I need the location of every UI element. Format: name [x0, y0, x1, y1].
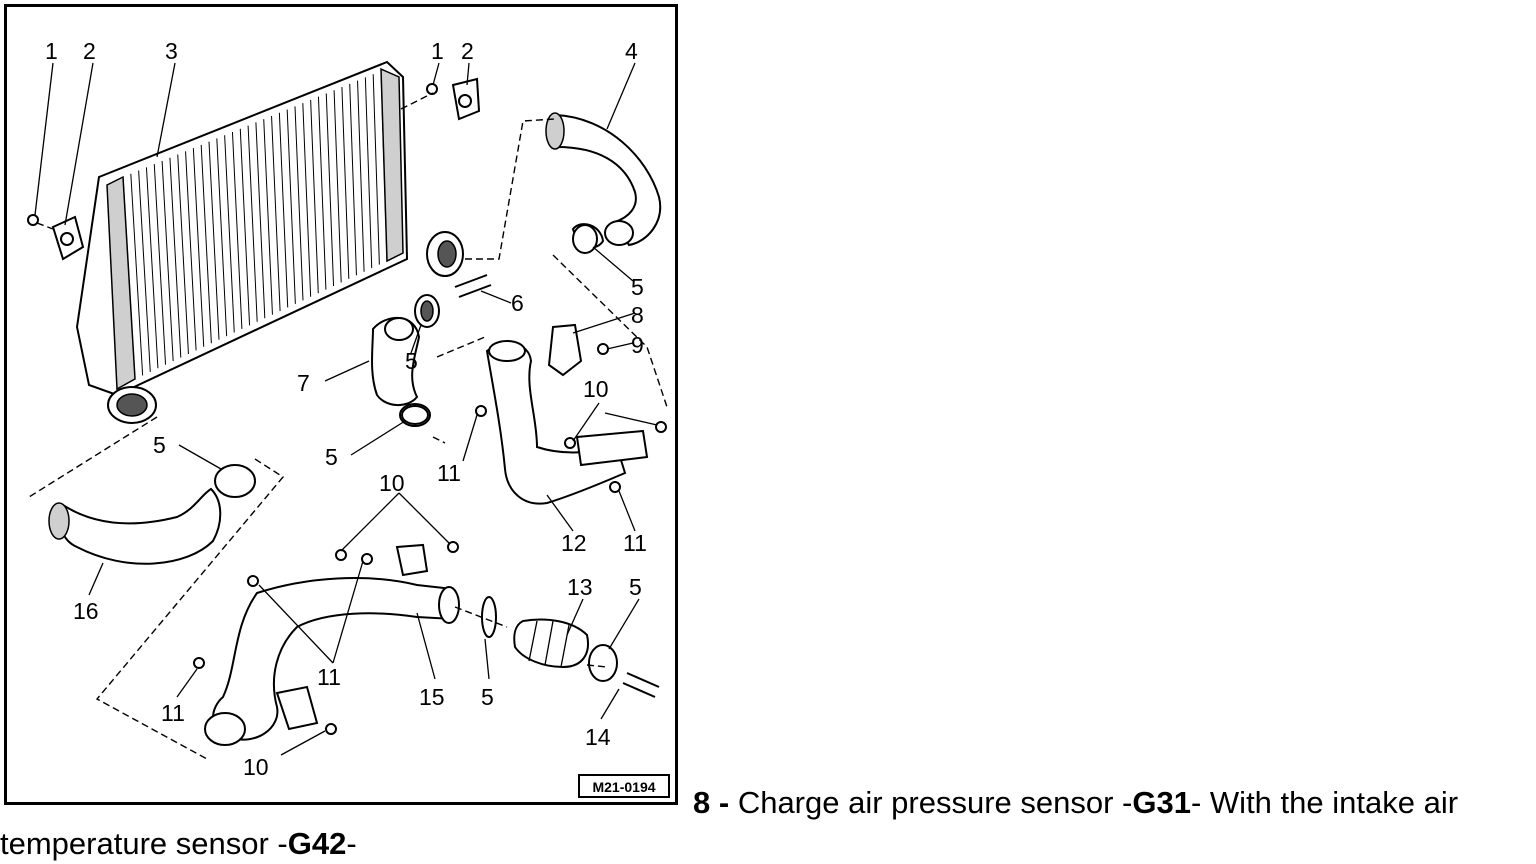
- callout-11c: 11: [317, 664, 341, 690]
- item-code-g42: G42: [287, 826, 347, 861]
- callout-2: 2: [83, 38, 96, 64]
- intercooler-fin: [161, 160, 174, 362]
- intercooler-fin: [208, 141, 220, 340]
- leader-lines: [34, 62, 658, 756]
- intercooler-fin: [231, 132, 243, 329]
- callout-10b: 10: [379, 470, 405, 496]
- exploded-parts-diagram: 1 2 3 1 2 4 5 6 8 9 7 5 10 5 11 5 10 11 …: [4, 4, 678, 805]
- intercooler-fin: [130, 173, 144, 376]
- callout-12: 12: [561, 530, 587, 556]
- callout-13: 13: [567, 574, 593, 600]
- intercooler: [27, 60, 481, 424]
- intercooler-fin: [247, 125, 258, 322]
- intercooler-fin: [177, 154, 189, 354]
- intercooler-fin: [216, 138, 228, 337]
- intercooler-fin: [286, 109, 296, 304]
- item-code-g31: G31: [1132, 785, 1191, 820]
- callout-15: 15: [419, 684, 445, 710]
- item-text-3: -: [346, 826, 357, 861]
- callout-5f: 5: [481, 684, 494, 710]
- intercooler-fin: [239, 128, 251, 326]
- callout-4: 4: [625, 38, 638, 64]
- intercooler-fin: [372, 74, 380, 265]
- intercooler-fin: [200, 144, 212, 344]
- callout-8: 8: [631, 302, 644, 328]
- pipe-15: [193, 541, 460, 746]
- item-text-2: - With the intake air temperature sensor…: [0, 785, 1459, 861]
- intercooler-fin: [349, 83, 357, 276]
- item-text-1: Charge air pressure sensor -: [737, 785, 1133, 820]
- diagram-drawing: 1 2 3 1 2 4 5 6 8 9 7 5 10 5 11 5 10 11 …: [27, 38, 670, 798]
- callout-11b: 11: [623, 530, 647, 556]
- intercooler-fin: [145, 167, 159, 369]
- callout-16: 16: [73, 598, 99, 624]
- item-dash: -: [710, 785, 738, 820]
- intercooler-fin: [192, 148, 205, 347]
- intercooler-fin: [364, 77, 373, 269]
- intercooler-fin: [185, 151, 197, 351]
- intercooler-fin: [224, 135, 235, 333]
- callout-1b: 1: [431, 38, 444, 64]
- intercooler-fin: [325, 93, 335, 287]
- hose-4: [545, 112, 662, 249]
- figure-code: M21-0194: [592, 779, 655, 795]
- item-number: 8: [693, 785, 711, 820]
- intercooler-fin: [317, 96, 327, 290]
- callout-5d: 5: [153, 432, 166, 458]
- intercooler-fin: [341, 87, 350, 279]
- intercooler-fin: [302, 103, 312, 297]
- callout-14: 14: [585, 724, 611, 750]
- hose-13: [401, 224, 618, 682]
- callout-9: 9: [631, 332, 644, 358]
- intercooler-fin: [153, 164, 167, 365]
- hose-16: [48, 464, 256, 565]
- intercooler-fin: [278, 112, 289, 308]
- intercooler-fin: [263, 119, 273, 315]
- callout-5b: 5: [405, 348, 418, 374]
- assembly-lines: [28, 92, 668, 760]
- callout-3: 3: [165, 38, 178, 64]
- intercooler-fin: [138, 170, 151, 372]
- callout-11d: 11: [161, 700, 185, 726]
- pipe-12: [475, 323, 667, 505]
- intercooler-fin: [271, 115, 281, 312]
- callout-11a: 11: [437, 460, 461, 486]
- callout-7: 7: [297, 370, 310, 396]
- intercooler-fin: [357, 80, 365, 272]
- figure-code-box: M21-0194: [578, 774, 670, 798]
- legend-caption: 8 - Charge air pressure sensor -G31- Wit…: [0, 782, 1536, 864]
- intercooler-fin: [169, 157, 182, 358]
- intercooler-fin: [333, 90, 342, 283]
- callout-10c: 10: [243, 754, 269, 780]
- callout-2b: 2: [461, 38, 474, 64]
- intercooler-fin: [255, 122, 266, 319]
- intercooler-fin: [310, 99, 319, 294]
- callout-numbers: 1 2 3 1 2 4 5 6 8 9 7 5 10 5 11 5 10 11 …: [45, 38, 647, 780]
- screws: [454, 274, 660, 698]
- callout-5a: 5: [631, 274, 644, 300]
- callout-5e: 5: [629, 574, 642, 600]
- callout-6: 6: [511, 290, 524, 316]
- callout-1: 1: [45, 38, 58, 64]
- callout-10a: 10: [583, 376, 609, 402]
- intercooler-fin: [294, 106, 304, 301]
- callout-5c: 5: [325, 444, 338, 470]
